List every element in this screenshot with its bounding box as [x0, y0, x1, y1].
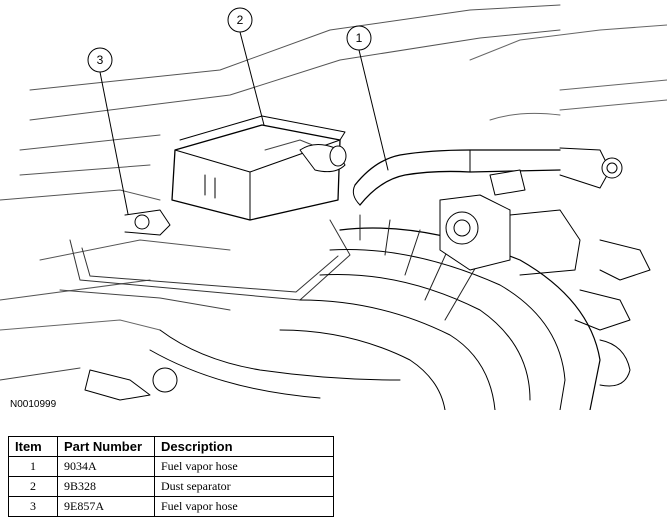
- header-description: Description: [154, 436, 334, 457]
- cell-description: Fuel vapor hose: [154, 496, 334, 517]
- callout-1: 1: [346, 25, 372, 51]
- callout-3-label: 3: [97, 53, 104, 67]
- cell-item: 3: [8, 496, 58, 517]
- component-illustration: 1 2 3: [0, 4, 667, 410]
- cell-description: Fuel vapor hose: [154, 456, 334, 477]
- cell-item: 2: [8, 476, 58, 497]
- header-part-number: Part Number: [57, 436, 155, 457]
- cell-description: Dust separator: [154, 476, 334, 497]
- table-row: 3 9E857A Fuel vapor hose: [8, 496, 334, 517]
- header-item: Item: [8, 436, 58, 457]
- figure-id: N0010999: [10, 399, 57, 410]
- table-header-row: Item Part Number Description: [8, 436, 334, 457]
- parts-table: Item Part Number Description 1 9034A Fue…: [8, 436, 334, 517]
- table-row: 1 9034A Fuel vapor hose: [8, 456, 334, 477]
- cell-part-number: 9034A: [57, 456, 155, 477]
- callout-1-label: 1: [356, 31, 363, 45]
- callout-3: 3: [87, 47, 113, 73]
- cell-part-number: 9B328: [57, 476, 155, 497]
- cell-item: 1: [8, 456, 58, 477]
- callout-2-label: 2: [237, 13, 244, 27]
- table-row: 2 9B328 Dust separator: [8, 476, 334, 497]
- callout-2: 2: [227, 7, 253, 33]
- cell-part-number: 9E857A: [57, 496, 155, 517]
